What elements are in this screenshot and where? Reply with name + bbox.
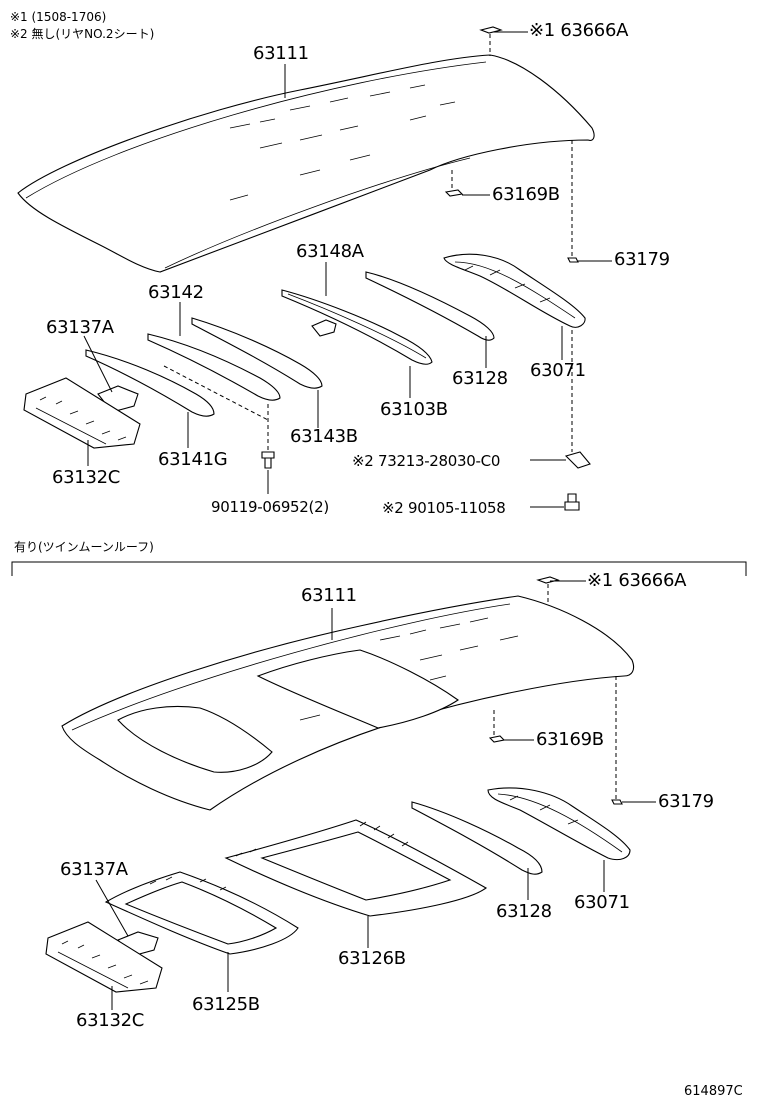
label-63666a-top: ※1 63666A (529, 20, 629, 41)
rail-63132c-bottom (45, 921, 163, 993)
clip-73213-top (564, 451, 591, 469)
label-63137a-top: 63137A (46, 317, 114, 338)
label-63143b-top: 63143B (290, 426, 358, 447)
label-63148a-top: 63148A (296, 241, 364, 262)
clip-63169b-top (444, 189, 464, 197)
label-63111-top: 63111 (253, 43, 309, 64)
roof-bow-63143b-top (191, 317, 323, 389)
label-63142-top: 63142 (148, 282, 204, 303)
section-bracket (11, 561, 747, 576)
clip-63666a-bottom (536, 576, 560, 584)
roof-panel-bottom (61, 595, 635, 811)
label-63071-bottom: 63071 (574, 892, 630, 913)
roof-bow-63071-bottom (487, 787, 631, 861)
label-63141g-top: 63141G (158, 449, 228, 470)
label-90119-top: 90119-06952(2) (211, 498, 329, 516)
label-63132c-bottom: 63132C (76, 1010, 145, 1031)
label-63126b-bottom: 63126B (338, 948, 406, 969)
bolt-90105-top (564, 493, 580, 511)
rail-63132c-top (23, 377, 141, 449)
roof-bow-63141g-top (85, 349, 215, 417)
label-63179-bottom: 63179 (658, 791, 714, 812)
bolt-90119-top (261, 451, 275, 469)
label-63179-top: 63179 (614, 249, 670, 270)
frame-63126b-bottom (224, 819, 488, 917)
label-63071-top: 63071 (530, 360, 586, 381)
label-63125b-bottom: 63125B (192, 994, 260, 1015)
roof-bow-63128-bottom (411, 801, 543, 875)
frame-63125b-bottom (104, 871, 299, 955)
label-63111-bottom: 63111 (301, 585, 357, 606)
label-63137a-bottom: 63137A (60, 859, 128, 880)
roof-bow-63148a-top (281, 289, 433, 365)
label-63128-bottom: 63128 (496, 901, 552, 922)
label-90105-top: ※2 90105-11058 (382, 499, 506, 517)
label-63169b-bottom: 63169B (536, 729, 604, 750)
roof-bow-63071-top (443, 253, 586, 328)
note-1: ※1 (1508-1706) (10, 10, 107, 24)
label-63103b-top: 63103B (380, 399, 448, 420)
label-63132c-top: 63132C (52, 467, 121, 488)
label-63169b-top: 63169B (492, 184, 560, 205)
label-63666a-bottom: ※1 63666A (587, 570, 687, 591)
roof-bow-63128-top (365, 271, 495, 341)
clip-63666a-top (479, 26, 503, 34)
clip-63169b-bottom (488, 735, 506, 743)
roof-panel-top (17, 54, 595, 273)
label-63128-top: 63128 (452, 368, 508, 389)
diagram-code: 614897C (684, 1084, 743, 1099)
section-2-header: 有り(ツインムーンルーフ) (14, 540, 154, 554)
roof-bow-63142-top (147, 333, 281, 401)
label-73213-top: ※2 73213-28030-C0 (352, 452, 501, 470)
note-2: ※2 無し(リヤNO.2シート) (10, 27, 155, 41)
